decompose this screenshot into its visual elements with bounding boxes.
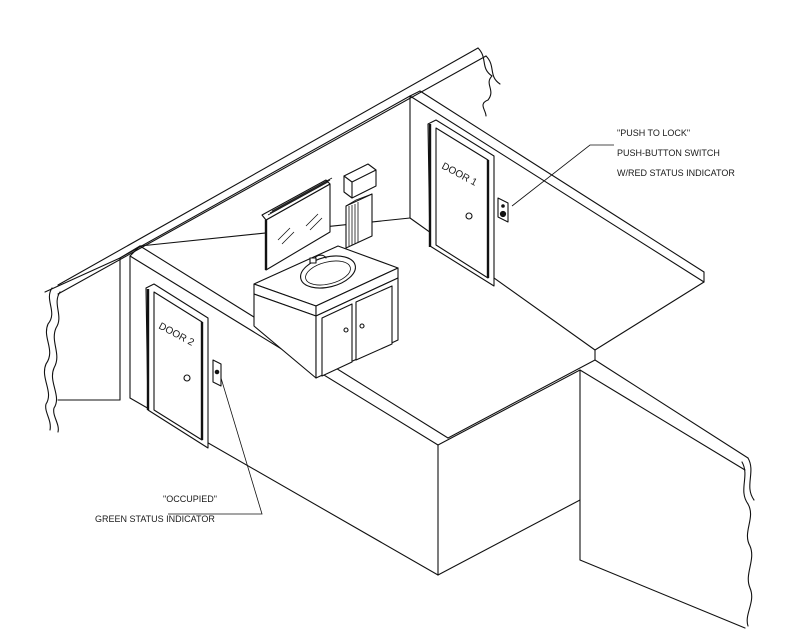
door-1: DOOR 1 <box>427 119 495 287</box>
callout-lock-switch-line3: W/RED STATUS INDICATOR <box>617 168 735 178</box>
callout-lock-switch-line2: PUSH-BUTTON SWITCH <box>617 148 720 158</box>
mirror <box>261 177 333 271</box>
callout-occupied-line2: GREEN STATUS INDICATOR <box>95 514 215 524</box>
leader-lines <box>168 144 614 515</box>
occupied-indicator <box>212 359 222 387</box>
push-button-switch <box>497 197 509 223</box>
callout-lock-switch: "PUSH TO LOCK" PUSH-BUTTON SWITCH W/RED … <box>617 128 735 178</box>
callout-lock-switch-line1: "PUSH TO LOCK" <box>617 128 690 138</box>
callout-occupied-line1: "OCCUPIED" <box>163 494 217 504</box>
paper-towel-dispenser <box>343 163 377 249</box>
door-2: DOOR 2 <box>145 283 209 449</box>
break-lines <box>44 47 755 627</box>
callout-occupied-indicator: "OCCUPIED" GREEN STATUS INDICATOR <box>95 494 217 524</box>
walls <box>44 47 749 629</box>
vanity-sink <box>253 245 399 379</box>
